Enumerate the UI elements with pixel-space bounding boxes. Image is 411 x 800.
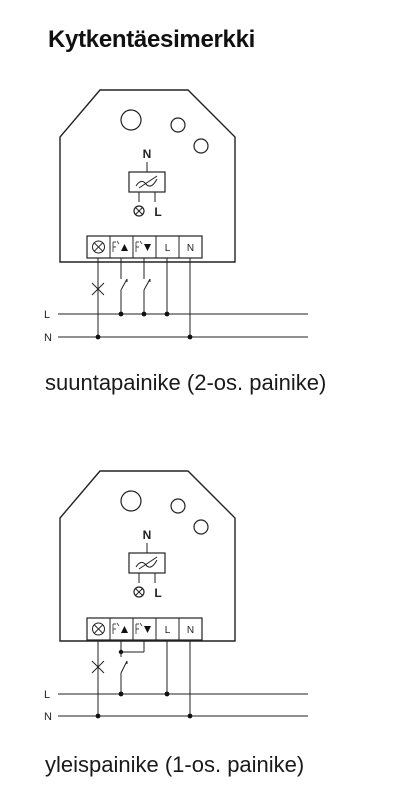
terminal-lamp-icon (92, 240, 105, 254)
device-housing (59, 470, 236, 642)
lamp-icon (133, 586, 145, 598)
dimmer-curve-icon (135, 559, 158, 568)
wiring-diagram-one-way-svg: N L L N (44, 470, 308, 723)
terminal-dim-up-icon (112, 240, 128, 252)
dimmer-n-label: N (143, 528, 152, 542)
terminal-n-label: N (187, 625, 194, 636)
terminal-n-label: N (187, 243, 194, 254)
line-l-label: L (44, 689, 50, 701)
dimmer-arrow-icon (138, 175, 158, 189)
mounting-hole-small (170, 117, 186, 133)
dimmer-l-label: L (154, 205, 161, 219)
mounting-hole-large (120, 109, 142, 131)
wiring-diagram-two-way-svg: N L L N (44, 89, 308, 344)
caption-one-way-button: yleispainike (1-os. painike) (45, 752, 305, 777)
dimmer-symbol (128, 171, 166, 193)
wiring (58, 258, 308, 340)
terminal-lamp-icon (92, 622, 105, 636)
dimmer-n-label: N (143, 147, 152, 161)
terminal-dim-down-icon (135, 240, 151, 252)
mounting-hole-small (170, 498, 186, 514)
dimmer-arrow-icon (138, 556, 158, 570)
dimmer-curve-icon (135, 178, 158, 187)
caption-two-way-button: suuntapainike (2-os. painike) (45, 370, 327, 395)
page-title: Kytkentäesimerkki (48, 26, 256, 53)
terminal-dim-up-icon (112, 622, 128, 634)
mounting-hole-small (193, 138, 209, 154)
mounting-hole-small (193, 519, 209, 535)
terminal-l-label: L (165, 243, 171, 254)
lamp-icon (133, 205, 145, 217)
line-n-label: N (44, 711, 52, 723)
terminal-dim-down-icon (135, 622, 151, 634)
mounting-hole-large (120, 490, 142, 512)
line-n-label: N (44, 332, 52, 344)
line-l-label: L (44, 309, 50, 321)
terminal-l-label: L (165, 625, 171, 636)
dimmer-symbol (128, 552, 166, 574)
wiring-diagram-one-way: N L L N (0, 463, 411, 753)
wiring (58, 640, 308, 719)
wiring-diagram-two-way: N L L N (0, 84, 411, 364)
device-housing (59, 89, 236, 263)
dimmer-l-label: L (154, 586, 161, 600)
